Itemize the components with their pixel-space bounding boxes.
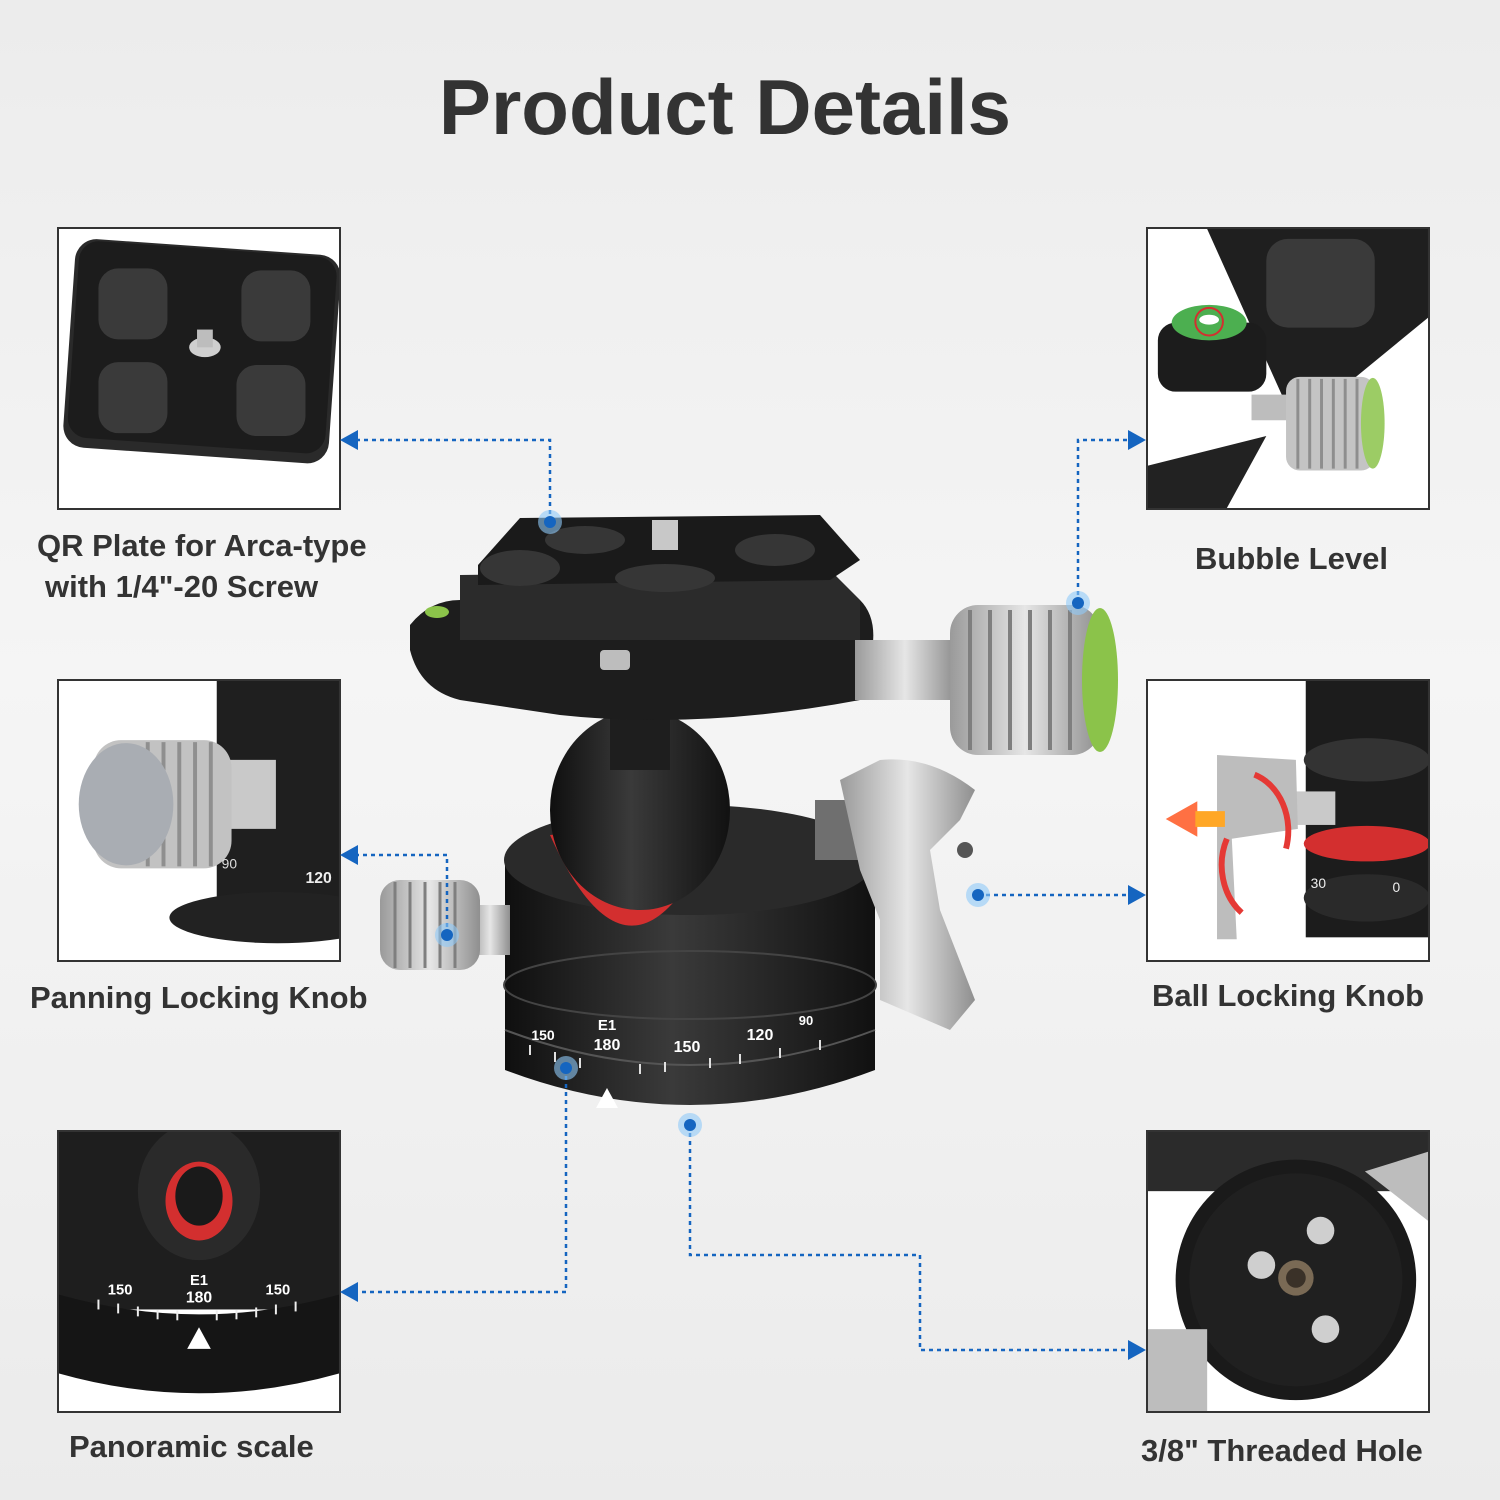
panning-detail-scale-120: 120 xyxy=(305,870,332,887)
ball-knob-label: Ball Locking Knob xyxy=(1152,978,1425,1013)
qr-plate-label-line2: with 1/4"-20 Screw xyxy=(45,569,319,604)
panoramic-scale-leader-line xyxy=(352,1068,568,1294)
bubble-level-detail-image xyxy=(1146,227,1430,510)
qr-plate-label-line1: QR Plate for Arca-type xyxy=(37,528,367,563)
main-scale-180: 180 xyxy=(594,1037,621,1054)
qr-plate-leader-line xyxy=(352,438,552,522)
qr-plate-label: QR Plate for Arca-type with 1/4"-20 Scre… xyxy=(37,525,367,607)
ball-detail-scale-30: 30 xyxy=(1311,876,1327,891)
main-scale-150-left: 150 xyxy=(531,1027,555,1043)
pano-detail-180: 180 xyxy=(186,1290,213,1307)
leader-dots xyxy=(435,510,1090,1137)
panning-knob-label: Panning Locking Knob xyxy=(30,980,368,1015)
bubble-level-leader-line xyxy=(1076,438,1138,603)
main-scale-e1: E1 xyxy=(598,1017,616,1034)
arrow-right-icon xyxy=(1128,430,1146,450)
threaded-hole-leader-line xyxy=(688,1125,1138,1352)
main-scale-90: 90 xyxy=(799,1013,813,1028)
pano-detail-e1: E1 xyxy=(190,1273,208,1289)
main-scale-120: 120 xyxy=(747,1027,774,1044)
arrow-left-icon xyxy=(340,430,358,450)
page-title: Product Details xyxy=(438,63,1012,151)
panning-knob-leader-line xyxy=(352,853,449,935)
panoramic-scale-label: Panoramic scale xyxy=(69,1429,314,1464)
arrow-left-icon xyxy=(340,845,358,865)
ball-knob-detail-image: 30 0 xyxy=(1146,679,1430,962)
pano-detail-150-right: 150 xyxy=(266,1283,291,1299)
threaded-hole-label: 3/8" Threaded Hole xyxy=(1141,1433,1423,1468)
panning-knob-detail-image: 90 120 xyxy=(57,679,341,962)
main-triangle-marker-icon xyxy=(596,1088,618,1108)
threaded-hole-detail-image xyxy=(1146,1130,1430,1413)
panning-detail-scale-90: 90 xyxy=(222,856,238,871)
arrow-left-icon xyxy=(340,1282,358,1302)
qr-plate-detail-image xyxy=(57,227,341,510)
panoramic-scale-detail-image: E1 180 150 150 xyxy=(57,1130,341,1413)
arrow-right-icon xyxy=(1128,1340,1146,1360)
ball-detail-scale-0: 0 xyxy=(1393,880,1401,895)
pano-detail-150-left: 150 xyxy=(108,1283,133,1299)
arrow-right-icon xyxy=(1128,885,1146,905)
bubble-level-label: Bubble Level xyxy=(1195,541,1388,576)
triangle-marker-icon xyxy=(187,1327,211,1349)
main-scale-150-right: 150 xyxy=(674,1039,701,1056)
